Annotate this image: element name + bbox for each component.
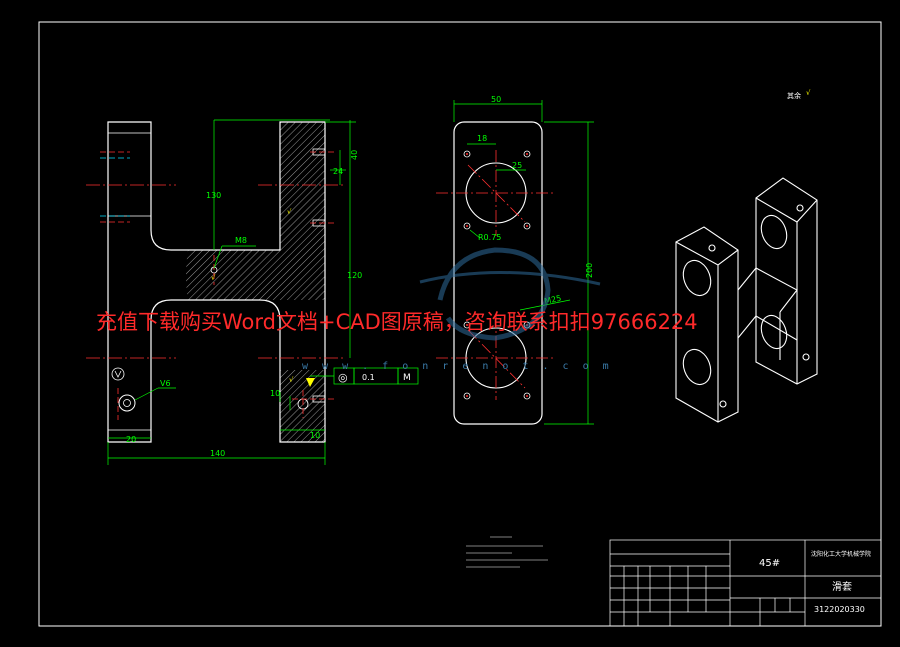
front-centerlines-cyan bbox=[100, 157, 130, 217]
datum-v-glyph bbox=[114, 370, 122, 378]
technical-notes bbox=[466, 536, 548, 568]
side-view: 50 18 25 200 R0.75 M25 bbox=[436, 95, 594, 425]
dim-r075: R0.75 bbox=[478, 233, 501, 242]
fcf-tolerance: 0.1 bbox=[362, 373, 375, 382]
dim-24: 24 bbox=[333, 167, 343, 176]
dim-20: 20 bbox=[126, 435, 136, 444]
title-school: 沈阳化工大学机械学院 bbox=[811, 550, 871, 558]
dim-m8: M8 bbox=[235, 236, 247, 245]
title-part-name: 滑套 bbox=[832, 580, 852, 593]
dim-200: 200 bbox=[585, 263, 594, 278]
watermark-text: 充值下载购买Word文档+CAD图原稿，咨询联系扣扣97666224 bbox=[96, 310, 698, 334]
watermark-url: w w w . f o n r e n o t . c o m bbox=[302, 361, 613, 372]
dim-50: 50 bbox=[491, 95, 501, 104]
datum-v-marker bbox=[111, 367, 125, 381]
fcf-circle: ◎ bbox=[338, 371, 348, 384]
dim-10-upper: 10 bbox=[270, 389, 280, 398]
roughness-mark-2: √ bbox=[289, 376, 294, 384]
title-block bbox=[609, 539, 882, 627]
isometric-view bbox=[675, 177, 818, 423]
hatch-web bbox=[186, 186, 325, 300]
datum-triangle bbox=[306, 378, 315, 387]
corner-roughness: √ bbox=[806, 89, 811, 97]
dim-120: 120 bbox=[347, 271, 362, 280]
hatch-upper-right bbox=[280, 122, 325, 186]
dim-18: 18 bbox=[477, 134, 487, 143]
dim-130: 130 bbox=[206, 191, 221, 200]
fcf-datum: M bbox=[403, 373, 411, 383]
corner-note: 其余 bbox=[787, 91, 801, 100]
side-dimension-lines bbox=[453, 100, 594, 425]
front-view: 40 24 130 120 10 10 20 140 M8 V6 ◎ 0.1 M… bbox=[86, 119, 419, 465]
drawing-border bbox=[38, 21, 882, 627]
roughness-mark-3: √ bbox=[211, 274, 216, 282]
side-centerlines bbox=[436, 150, 556, 400]
dim-v6: V6 bbox=[160, 379, 171, 388]
dim-25: 25 bbox=[512, 161, 522, 170]
title-drawing-no: 3122020330 bbox=[814, 605, 865, 614]
front-dimension-lines bbox=[107, 119, 419, 465]
v-groove-inner bbox=[123, 399, 131, 407]
dim-40: 40 bbox=[350, 150, 359, 160]
v-groove-circle bbox=[118, 394, 136, 412]
title-material: 45# bbox=[759, 558, 780, 569]
front-outline bbox=[107, 121, 326, 443]
dim-10-lower: 10 bbox=[310, 431, 320, 440]
roughness-mark-1: √ bbox=[287, 208, 292, 216]
front-centerlines bbox=[86, 151, 346, 420]
watermark-logo bbox=[419, 247, 601, 341]
dim-140: 140 bbox=[210, 449, 225, 458]
